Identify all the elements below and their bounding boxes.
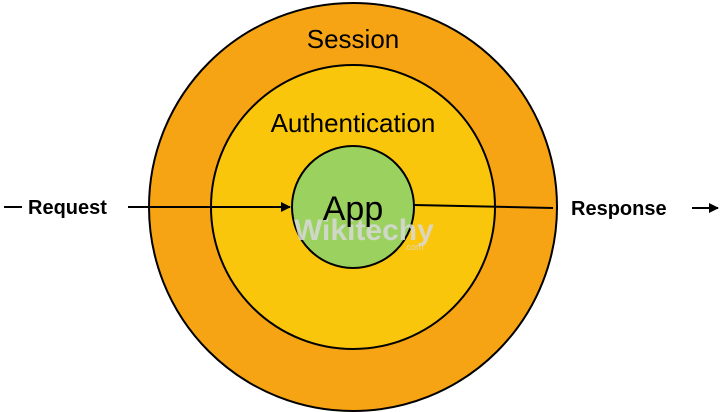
svg-text:Wikitechy: Wikitechy <box>294 214 434 247</box>
app-label: App <box>323 190 384 228</box>
request-label: Request <box>28 197 107 219</box>
svg-text:.com: .com <box>404 242 424 252</box>
app-core <box>291 145 415 269</box>
response-label: Response <box>571 198 667 220</box>
response-line <box>413 204 554 209</box>
watermark-logo: Wikitechy .com <box>294 214 434 252</box>
session-label: Session <box>307 24 400 54</box>
authentication-label: Authentication <box>271 108 436 138</box>
